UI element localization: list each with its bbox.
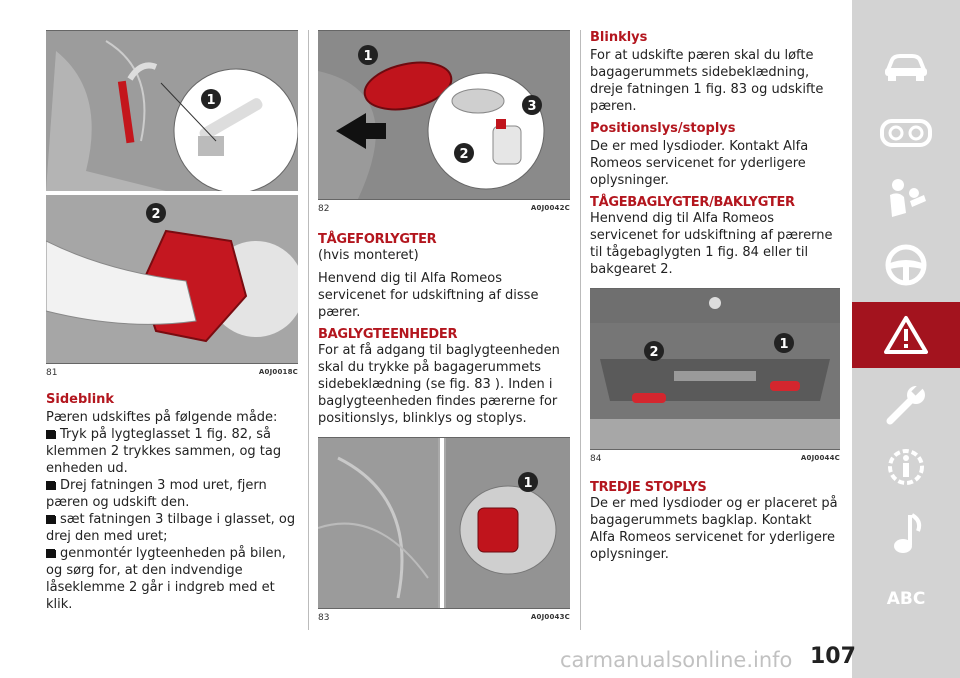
figure-83-number: 83 bbox=[318, 613, 330, 623]
wrench-icon[interactable] bbox=[852, 372, 960, 438]
fog-lights-heading: TÅGEFORLYGTER bbox=[318, 232, 437, 247]
callout-1: 1 bbox=[779, 337, 788, 352]
callout-2: 2 bbox=[151, 207, 160, 222]
callout-1: 1 bbox=[523, 476, 532, 491]
figure-81-caption: 81 A0J0018C bbox=[46, 364, 298, 378]
list-item: sæt fatningen 3 tilbage i glasset, og dr… bbox=[46, 512, 296, 544]
blinklys-text: For at udskifte pæren skal du løfte baga… bbox=[590, 48, 824, 114]
page-number: 107 bbox=[810, 644, 856, 669]
list-item: Drej fatningen 3 mod uret, fjern pæren o… bbox=[46, 478, 267, 510]
sideblink-intro: Pæren udskiftes på følgende måde: bbox=[46, 410, 278, 425]
rear-lights-heading: BAGLYGTEENHEDER bbox=[318, 327, 458, 342]
rear-fog-reverse-text: Henvend dig til Alfa Romeos servicenet f… bbox=[590, 211, 833, 277]
third-brake-light-text: De er med lysdioder og er placeret på ba… bbox=[590, 496, 838, 562]
callout-2: 2 bbox=[459, 147, 468, 162]
info-gear-icon[interactable] bbox=[852, 434, 960, 500]
column-left: 1 2 81 A0J0018C Sideblink Pæren udskifte… bbox=[46, 30, 298, 613]
sideblink-heading: Sideblink bbox=[46, 392, 115, 407]
figure-81-code: A0J0018C bbox=[258, 368, 298, 376]
figure-82: 1 2 3 bbox=[318, 30, 570, 200]
third-brake-light-heading: TREDJE STOPLYS bbox=[590, 480, 707, 495]
figure-82-caption: 82 A0J0042C bbox=[318, 200, 570, 214]
figure-83-code: A0J0043C bbox=[530, 613, 570, 621]
position-lights-heading: Positionslys/stoplys bbox=[590, 121, 736, 136]
bullet-box-icon bbox=[46, 547, 58, 558]
abc-label: ABC bbox=[886, 589, 926, 609]
bullet-box-icon bbox=[46, 428, 58, 439]
figure-84-illustration: 2 1 bbox=[590, 289, 840, 449]
column-right: Blinklys For at udskifte pæren skal du l… bbox=[590, 30, 840, 569]
list-item: genmontér lygteenheden på bilen, og sørg… bbox=[46, 546, 286, 612]
figure-84: 2 1 bbox=[590, 288, 840, 450]
blinklys-heading: Blinklys bbox=[590, 30, 648, 45]
figure-84-number: 84 bbox=[590, 454, 602, 464]
warning-triangle-icon[interactable] bbox=[852, 302, 960, 368]
dashboard-gauges-icon[interactable] bbox=[852, 100, 960, 166]
fog-lights-text: Henvend dig til Alfa Romeos servicenet f… bbox=[318, 271, 539, 320]
watermark: carmanualsonline.info bbox=[560, 648, 793, 672]
steering-wheel-icon[interactable] bbox=[852, 232, 960, 298]
rear-lights-text: For at få adgang til baglygteenheden ska… bbox=[318, 343, 560, 426]
figure-83-caption: 83 A0J0043C bbox=[318, 609, 570, 623]
figure-82-code: A0J0042C bbox=[530, 204, 570, 212]
figure-83-illustration: 1 bbox=[318, 438, 570, 608]
callout-3: 3 bbox=[527, 99, 536, 114]
figure-81: 1 2 bbox=[46, 30, 298, 364]
figure-81-illustration: 1 2 bbox=[46, 31, 298, 363]
position-lights-text: De er med lysdioder. Kontakt Alfa Romeos… bbox=[590, 139, 809, 188]
figure-84-caption: 84 A0J0044C bbox=[590, 450, 840, 464]
list-item: Tryk på lygteglasset 1 fig. 82, så klemm… bbox=[46, 427, 282, 476]
column-middle: 1 2 3 82 A0J0042C TÅGEFORLYGTER (hvis mo… bbox=[318, 30, 570, 623]
bullet-box-icon bbox=[46, 479, 58, 490]
callout-2: 2 bbox=[649, 345, 658, 360]
column-rule-1 bbox=[308, 30, 309, 630]
music-note-icon[interactable] bbox=[852, 500, 960, 566]
callout-1: 1 bbox=[363, 49, 372, 64]
bullet-box-icon bbox=[46, 513, 58, 524]
rear-fog-reverse-heading: TÅGEBAGLYGTER/BAKLYGTER bbox=[590, 195, 795, 210]
figure-82-illustration: 1 2 3 bbox=[318, 31, 570, 199]
callout-1: 1 bbox=[206, 93, 215, 108]
column-rule-2 bbox=[580, 30, 581, 630]
figure-82-number: 82 bbox=[318, 204, 330, 214]
abc-index-button[interactable]: ABC bbox=[852, 566, 960, 632]
fog-lights-note: (hvis monteret) bbox=[318, 248, 419, 263]
seatbelt-passenger-icon[interactable] bbox=[852, 166, 960, 232]
figure-83: 1 bbox=[318, 437, 570, 609]
car-icon[interactable] bbox=[852, 34, 960, 100]
figure-84-code: A0J0044C bbox=[800, 454, 840, 462]
figure-81-number: 81 bbox=[46, 368, 58, 378]
chapter-sidebar: ABC bbox=[852, 0, 960, 678]
